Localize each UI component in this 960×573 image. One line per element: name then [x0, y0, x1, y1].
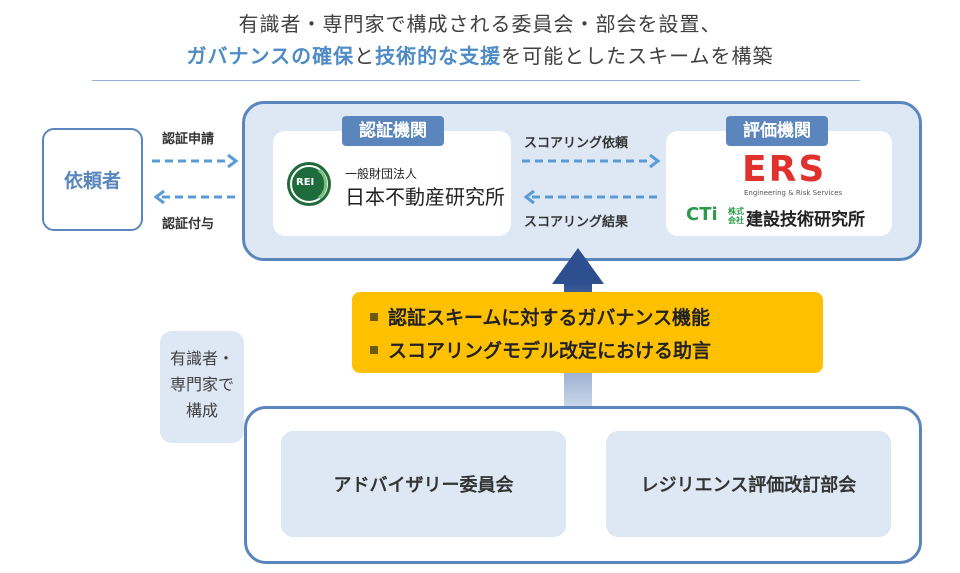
certification-body-card: REI 一般財団法人 日本不動産研究所	[273, 131, 511, 236]
certification-body-badge: 認証機関	[342, 116, 444, 146]
certification-grant-label: 認証付与	[162, 217, 215, 232]
expert-note-line-2: 専門家で	[169, 375, 234, 394]
expert-note-line-3: 構成	[185, 401, 218, 420]
ers-logo-subtitle: Engineering & Risk Services	[744, 189, 843, 197]
title-text-rest: を可能としたスキームを構築	[501, 44, 774, 68]
scoring-result-label: スコアリング結果	[524, 215, 629, 230]
scoring-request-label: スコアリング依頼	[524, 136, 629, 151]
rei-logo-text: REI	[296, 177, 315, 188]
title-highlight-technical-support: 技術的な支援	[375, 44, 502, 68]
expert-note-line-1: 有識者・	[169, 349, 234, 368]
resilience-subcommittee-box: レジリエンス評価改訂部会	[606, 431, 891, 537]
governance-item-2: スコアリングモデル改定における助言	[370, 336, 711, 363]
cti-company-type-line-1: 株式	[728, 207, 744, 216]
rei-logo-icon: REI	[287, 162, 331, 206]
bullet-icon	[370, 345, 378, 354]
evaluation-body-card: ERS Engineering & Risk Services CTi 株式 会…	[666, 131, 892, 236]
certification-grant-arrow	[153, 189, 240, 205]
certification-request-arrow	[152, 153, 239, 169]
evaluation-body-badge: 評価機関	[726, 116, 828, 146]
scoring-result-arrow	[523, 189, 662, 205]
rei-logo-ring	[290, 165, 328, 203]
scoring-request-arrow	[522, 153, 661, 169]
certification-request-label: 認証申請	[162, 132, 215, 147]
title-line-2: ガバナンスの確保と技術的な支援を可能としたスキームを構築	[0, 40, 960, 69]
title-highlight-governance: ガバナンスの確保	[186, 44, 355, 68]
bullet-icon	[370, 312, 378, 321]
advisory-committee-box: アドバイザリー委員会	[281, 431, 566, 537]
title-text-to: と	[354, 44, 376, 68]
title-divider	[92, 80, 860, 81]
title-line-1: 有識者・専門家で構成される委員会・部会を設置、	[238, 12, 722, 36]
expert-composition-note: 有識者・ 専門家で 構成	[160, 331, 244, 443]
requester-box: 依頼者	[42, 128, 143, 231]
cti-company-type-line-2: 会社	[728, 216, 744, 225]
ers-logo: ERS	[742, 149, 827, 190]
rei-org-type: 一般財団法人	[345, 167, 418, 181]
governance-functions-box: 認証スキームに対するガバナンス機能 スコアリングモデル改定における助言	[352, 292, 823, 373]
governance-item-1: 認証スキームに対するガバナンス機能	[370, 303, 710, 330]
cti-company-type: 株式 会社	[728, 207, 744, 225]
cti-company-name: 建設技術研究所	[746, 210, 865, 230]
cti-logo: CTi	[686, 204, 718, 225]
rei-org-name: 日本不動産研究所	[345, 185, 505, 209]
